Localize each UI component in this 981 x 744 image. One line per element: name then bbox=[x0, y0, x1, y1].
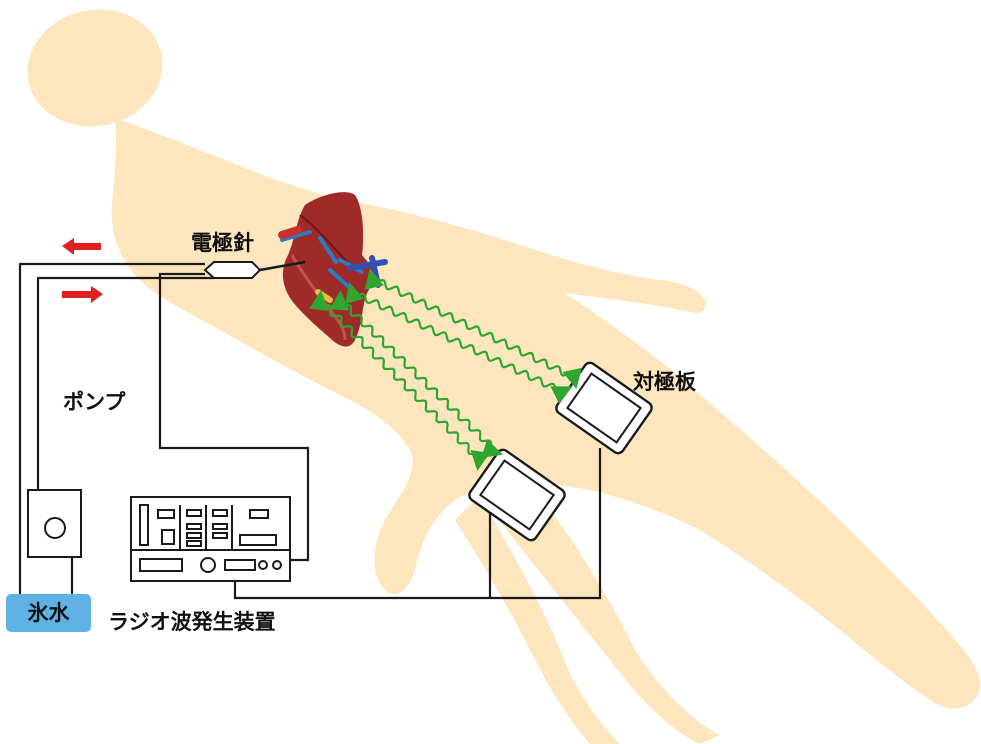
right-arrow-icon bbox=[62, 286, 103, 303]
rf-generator-label: ラジオ波発生装置 bbox=[108, 610, 276, 634]
left-arrow-icon bbox=[62, 238, 101, 255]
ice-water-label: 氷水 bbox=[27, 600, 70, 625]
ice-water-box: 氷水 bbox=[6, 594, 91, 632]
counter-electrode-label: 対極板 bbox=[633, 370, 696, 394]
pump-icon bbox=[27, 489, 82, 558]
pump-label: ポンプ bbox=[63, 390, 126, 414]
electrode-needle bbox=[203, 260, 306, 279]
generator-icon bbox=[130, 496, 291, 582]
generator-wire bbox=[158, 272, 310, 562]
electrode-needle-label: 電極針 bbox=[191, 231, 254, 255]
rf-current-waves bbox=[309, 268, 582, 471]
